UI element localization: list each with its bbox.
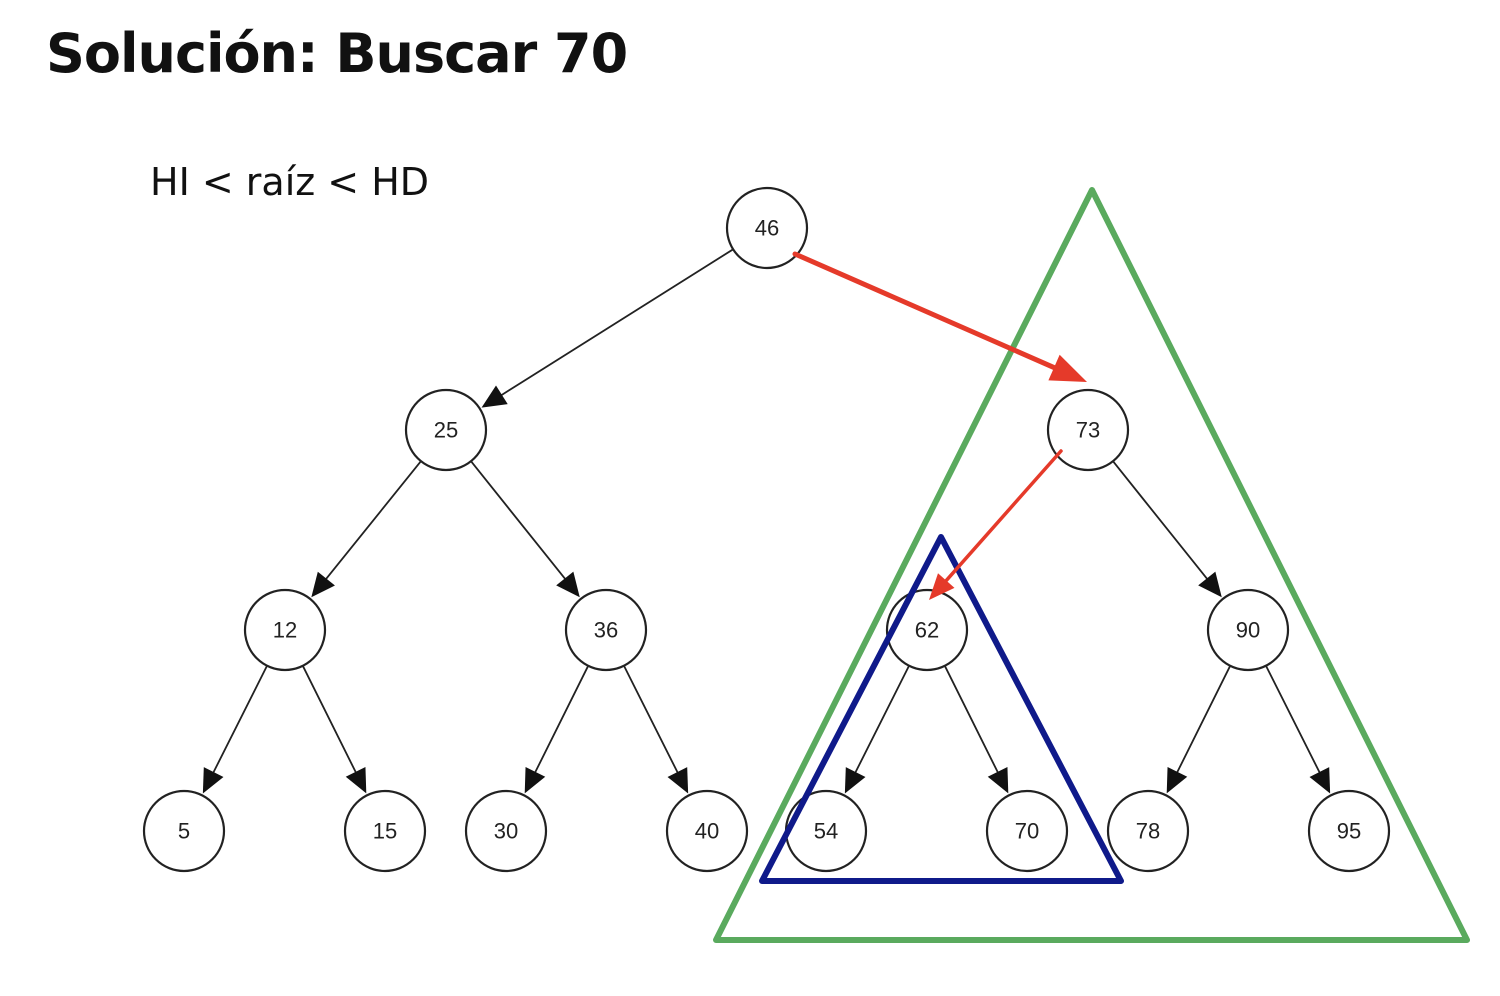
edge-n46-n25 (481, 248, 735, 408)
tree-node-5: 5 (142, 789, 226, 873)
edge-n36-n40-line (623, 664, 679, 773)
node-label: 78 (1136, 819, 1160, 844)
tree-node-30: 30 (464, 789, 548, 873)
edge-n90-n95 (1265, 664, 1331, 794)
slide-title: Solución: Buscar 70 (46, 22, 628, 85)
edge-n12-n15-arrowhead (345, 767, 367, 794)
node-label: 54 (814, 819, 838, 844)
edge-n25-n36-arrowhead (556, 571, 580, 598)
edge-n36-n30-line (534, 664, 590, 773)
search-overlays (713, 187, 1470, 943)
node-label: 62 (915, 618, 939, 643)
tree-node-54: 54 (784, 789, 868, 873)
node-label: 95 (1337, 819, 1361, 844)
node-circle (1307, 789, 1391, 873)
edge-n36-n30-arrowhead (524, 767, 546, 794)
node-label: 70 (1015, 819, 1039, 844)
edge-n25-n36-line (470, 460, 566, 580)
search-path-46-73 (792, 251, 1087, 382)
node-circle (343, 789, 427, 873)
tree-node-12: 12 (243, 588, 327, 672)
edge-n90-n78-arrowhead (1166, 767, 1188, 794)
edge-n12-n15-line (301, 664, 357, 773)
tree-node-40: 40 (665, 789, 749, 873)
node-circle (1206, 588, 1290, 672)
node-circle (1046, 388, 1130, 472)
node-label: 36 (594, 618, 618, 643)
node-circle (885, 588, 969, 672)
node-circle (665, 789, 749, 873)
inner-subtree-triangle (759, 534, 1124, 884)
tree-node-46: 46 (725, 186, 809, 270)
edge-n90-n78 (1166, 664, 1232, 794)
edge-n73-n90-arrowhead (1198, 571, 1222, 598)
tree-node-73: 73 (1046, 388, 1130, 472)
node-label: 90 (1236, 618, 1260, 643)
edge-n62-n70-line (943, 664, 999, 773)
node-label: 30 (494, 819, 518, 844)
edge-n12-n5 (202, 664, 268, 794)
edge-n90-n95-line (1265, 664, 1321, 773)
tree-nodes: 46 25 73 12 36 62 90 5 15 30 40 54 70 78 95 (142, 186, 1391, 873)
edge-n62-n70-arrowhead (987, 767, 1009, 794)
edge-n73-n90-line (1112, 460, 1208, 580)
edge-n25-n12 (311, 460, 422, 598)
tree-node-62: 62 (885, 588, 969, 672)
node-circle (142, 789, 226, 873)
node-label: 73 (1076, 418, 1100, 443)
edge-n90-n78-line (1176, 664, 1232, 773)
edge-n73-n90 (1112, 460, 1222, 598)
node-circle (564, 588, 648, 672)
edge-n25-n36 (470, 460, 580, 598)
node-circle (725, 186, 809, 270)
node-circle (464, 789, 548, 873)
tree-node-70: 70 (985, 789, 1069, 873)
node-circle (1106, 789, 1190, 873)
node-label: 25 (434, 418, 458, 443)
edge-n46-n25-line (500, 248, 735, 396)
edge-n36-n40-arrowhead (667, 767, 689, 794)
search-path-73-62 (929, 449, 1063, 600)
node-label: 40 (695, 819, 719, 844)
node-circle (404, 388, 488, 472)
node-label: 5 (178, 819, 190, 844)
tree-node-78: 78 (1106, 789, 1190, 873)
edge-n36-n30 (524, 664, 590, 794)
bst-rule-text: HI < raíz < HD (150, 160, 430, 204)
node-circle (243, 588, 327, 672)
edge-n62-n54-line (854, 664, 910, 773)
edge-n12-n15 (301, 664, 367, 794)
edge-n62-n54 (844, 664, 910, 794)
edge-n90-n95-arrowhead (1309, 767, 1331, 794)
edge-n46-n25-arrowhead (481, 385, 508, 408)
search-path-73-62-line (944, 449, 1063, 583)
edge-n25-n12-arrowhead (311, 571, 335, 598)
edge-n12-n5-line (212, 664, 268, 773)
edge-n25-n12-line (325, 460, 422, 580)
edge-n62-n54-arrowhead (844, 767, 866, 794)
edge-n62-n70 (943, 664, 1009, 794)
node-label: 12 (273, 618, 297, 643)
node-label: 46 (755, 216, 779, 241)
node-circle (985, 789, 1069, 873)
tree-node-90: 90 (1206, 588, 1290, 672)
edge-n12-n5-arrowhead (202, 767, 224, 794)
tree-edges (202, 248, 1331, 794)
outer-subtree-triangle (713, 187, 1470, 943)
tree-node-15: 15 (343, 789, 427, 873)
node-label: 15 (373, 819, 397, 844)
edge-n36-n40 (623, 664, 689, 794)
tree-node-95: 95 (1307, 789, 1391, 873)
tree-node-25: 25 (404, 388, 488, 472)
tree-node-36: 36 (564, 588, 648, 672)
search-path-46-73-arrowhead (1048, 354, 1087, 382)
search-path-46-73-line (792, 251, 1057, 371)
search-path-73-62-arrowhead (929, 573, 955, 600)
